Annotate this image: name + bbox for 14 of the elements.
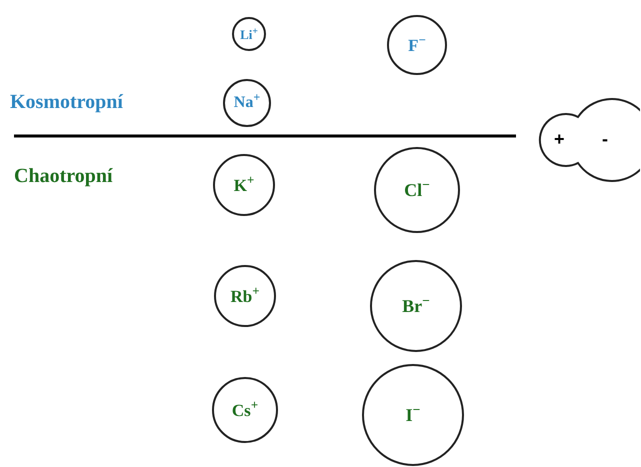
charge-sign: - [602, 130, 608, 148]
ion-symbol: Na$^{+}$ [234, 95, 260, 111]
ion-symbol: Cs$^{+}$ [232, 402, 258, 418]
ion-symbol: Li$^{+}$ [240, 28, 258, 40]
ion-symbol: K$^{+}$ [234, 176, 254, 194]
ion-symbol: Br$^{−}$ [402, 297, 430, 315]
category-label: Kosmotropní [10, 92, 123, 112]
category-label: Chaotropní [14, 166, 113, 186]
ion-symbol: I$^{−}$ [406, 406, 420, 424]
ion-symbol: F$^{−}$ [408, 36, 426, 54]
ion-symbol: Rb$^{+}$ [230, 288, 260, 304]
water-dipole [536, 97, 640, 183]
charge-sign: + [554, 130, 565, 148]
ion-symbol: Cl$^{−}$ [404, 181, 430, 199]
